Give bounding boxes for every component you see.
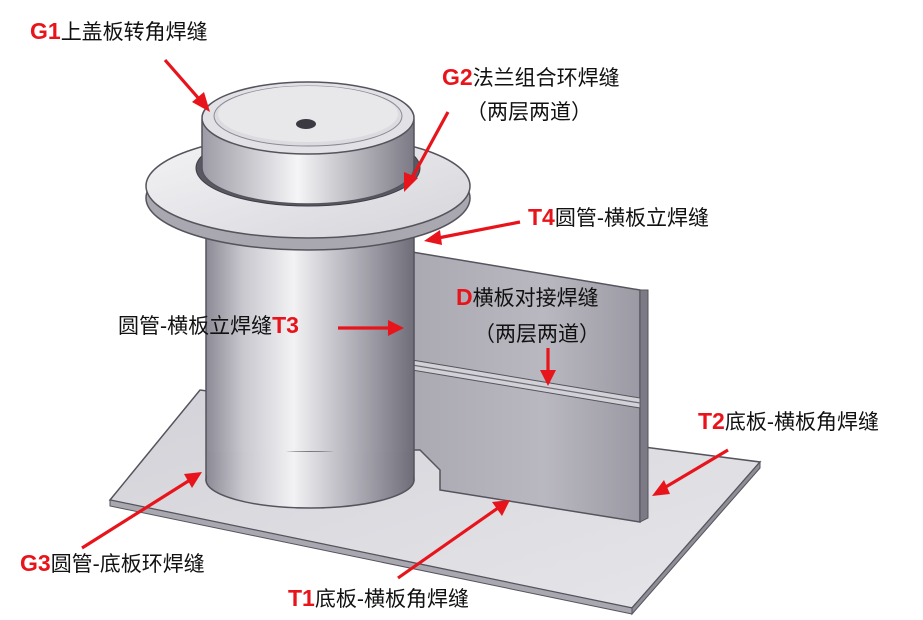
label-t2: T2底板-横板角焊缝 [698,408,879,434]
label-t1-code: T1 [288,585,315,611]
label-g1-text: 上盖板转角焊缝 [60,20,208,44]
label-g2-sub: （两层两道） [466,100,592,124]
arrow-t2 [652,448,729,496]
label-t1: T1底板-横板角焊缝 [288,585,469,611]
label-d-code: D [456,284,473,310]
round-tube [205,219,415,509]
arrow-g1 [163,58,210,112]
top-cap [201,81,415,205]
transverse-plate [399,249,649,523]
label-g1: G1上盖板转角焊缝 [30,18,208,44]
label-g2-code: G2 [442,64,473,90]
arrow-t3 [338,320,404,336]
label-t4-code: T4 [528,204,555,230]
center-hole [296,119,316,129]
label-g1-code: G1 [30,18,61,44]
label-g3-code: G3 [20,550,51,576]
label-g3: G3圆管-底板环焊缝 [20,550,205,576]
label-t3-text: 圆管-横板立焊缝 [118,314,273,338]
label-t3-code: T3 [272,312,299,338]
label-g3-text: 圆管-底板环焊缝 [50,552,205,576]
label-t4: T4圆管-横板立焊缝 [528,204,709,230]
arrow-g2 [404,111,450,192]
label-g2-text: 法兰组合环焊缝 [472,66,620,90]
leader-arrows [81,58,729,580]
label-d-sub: （两层两道） [474,322,600,346]
arrow-d [540,348,556,386]
label-t1-text: 底板-横板角焊缝 [314,587,469,611]
label-t3: 圆管-横板立焊缝T3 [118,312,299,338]
arrow-t4 [424,220,521,245]
arrow-g3 [81,472,202,550]
arrow-t1 [397,500,510,580]
label-d: D横板对接焊缝 [456,284,599,310]
label-t2-text: 底板-横板角焊缝 [724,410,879,434]
label-d-text: 横板对接焊缝 [472,286,599,310]
label-g2: G2法兰组合环焊缝 [442,64,620,90]
label-t4-text: 圆管-横板立焊缝 [554,206,709,230]
label-t2-code: T2 [698,408,725,434]
